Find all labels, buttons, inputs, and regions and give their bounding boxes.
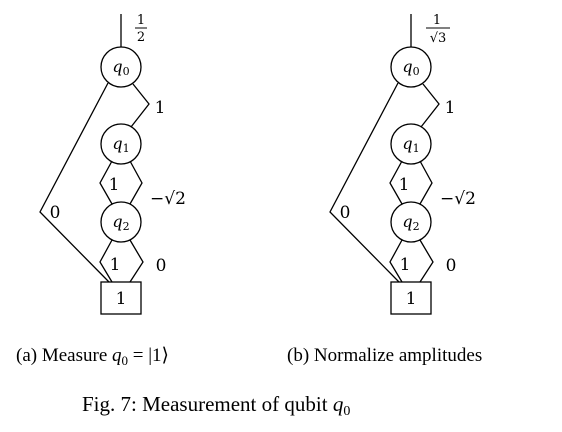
node-q0 [390, 46, 432, 88]
figure-caption-prefix: Fig. 7: Measurement of qubit [82, 392, 333, 416]
edge-label-q2-low: 1 [400, 255, 411, 275]
root-weight-denominator: 2 [137, 30, 145, 45]
subcaption-a: (a) Measure q0 = |1⟩ [16, 345, 169, 368]
edge-label-q0-high: 1 [155, 98, 166, 118]
figure-caption-var: q [333, 392, 344, 416]
edge-label-q1-high: −√2 [150, 189, 186, 209]
edge-label-q2-high: 0 [446, 256, 457, 276]
edge-label-q1-low: 1 [399, 175, 410, 195]
edge-label-q2-low: 1 [110, 255, 121, 275]
subcaption-b: (b) Normalize amplitudes [287, 345, 482, 366]
edge-q2-low [99, 239, 113, 283]
terminal-box [100, 281, 142, 315]
edge-label-q0-low: 0 [340, 203, 351, 223]
edge-q1-low [99, 160, 113, 205]
figure-caption-sub: 0 [343, 404, 350, 419]
edge-label-q1-high: −√2 [440, 189, 476, 209]
figure-caption: Fig. 7: Measurement of qubit q0 [82, 392, 350, 419]
edge-label-q0-low: 0 [50, 203, 61, 223]
edge-q2-high [129, 239, 144, 283]
node-q1 [100, 123, 142, 165]
edge-label-q2-high: 0 [156, 256, 167, 276]
edge-q1-high [419, 160, 433, 205]
root-weight-denominator: √3 [430, 31, 447, 46]
node-q1 [390, 123, 432, 165]
edge-q0-high [420, 83, 440, 128]
terminal-label: 1 [116, 289, 127, 309]
edge-q1-low [389, 160, 403, 205]
edge-q0-low [329, 82, 400, 283]
diagram-a [39, 14, 150, 315]
diagram-b [329, 14, 440, 315]
terminal-box [390, 281, 432, 315]
edge-q2-low [389, 239, 403, 283]
edge-q1-high [129, 160, 143, 205]
subcaption-a-prefix: (a) Measure [16, 345, 112, 366]
node-q0 [100, 46, 142, 88]
edge-label-q1-low: 1 [109, 175, 120, 195]
edge-q2-high [419, 239, 434, 283]
terminal-label: 1 [406, 289, 417, 309]
root-weight-numerator: 1 [433, 13, 441, 28]
subcaption-a-sub: 0 [122, 353, 129, 368]
edge-label-q0-high: 1 [445, 98, 456, 118]
node-q2 [390, 201, 432, 243]
subcaption-a-var: q [112, 345, 122, 366]
edge-q0-high [130, 83, 150, 128]
diagram-b-labels: 1 √3 q0 q1 q2 0 1 1 −√2 1 0 1 [340, 13, 476, 309]
root-weight-numerator: 1 [137, 13, 145, 28]
node-q2 [100, 201, 142, 243]
subcaption-a-suffix: = |1⟩ [128, 345, 169, 366]
edge-q0-low [39, 82, 110, 283]
